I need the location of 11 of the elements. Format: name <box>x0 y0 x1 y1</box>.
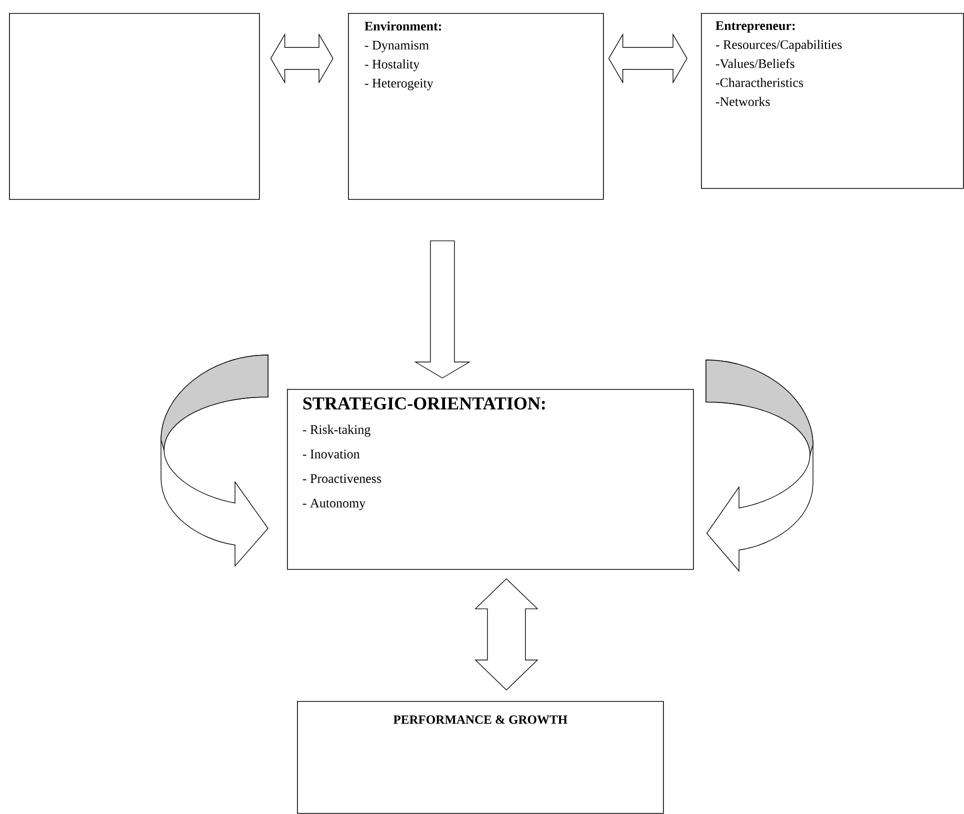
empty-box <box>9 13 260 200</box>
curved-arrow <box>706 360 814 572</box>
entrepreneur-box: Entrepreneur: - Resources/Capabilities -Values/Beliefs -Charactheristics -Networks <box>701 13 964 189</box>
block-arrow <box>414 240 471 378</box>
performance-box: PERFORMANCE & GROWTH <box>297 701 664 814</box>
curved-arrow <box>160 354 268 566</box>
orientation-box: STRATEGIC-ORIENTATION: - Risk-taking - Inovation - Proactiveness - Autonomy <box>287 389 694 570</box>
double-arrow <box>270 33 334 84</box>
double-arrow <box>608 33 688 84</box>
environment-box: Environment: - Dynamism - Hostality - Heterogeity <box>348 13 604 200</box>
double-arrow <box>474 578 538 690</box>
